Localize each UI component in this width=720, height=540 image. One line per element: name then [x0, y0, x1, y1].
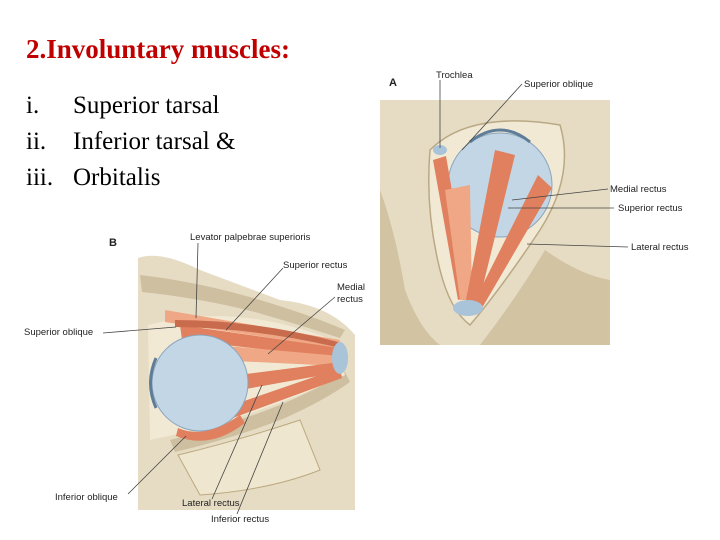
- cornea-a: [469, 128, 531, 144]
- label-inferior-rectus-b: Inferior rectus: [211, 514, 269, 525]
- orbit-a-cranial-cavity-right: [480, 250, 610, 345]
- figure-b: B Levator palpebrae superioris Superior …: [24, 232, 365, 525]
- leader-levator: [195, 242, 199, 319]
- label-trochlea: Trochlea: [436, 70, 473, 81]
- leader-superior-rectus-b: [225, 267, 284, 331]
- superior-oblique-muscle-b: [175, 320, 338, 347]
- label-medial-rectus-b-line1: Medial: [337, 282, 365, 293]
- slide-title: 2.Involuntary muscles:: [26, 34, 291, 64]
- label-superior-rectus-b: Superior rectus: [283, 260, 348, 271]
- label-inferior-oblique: Inferior oblique: [55, 492, 118, 503]
- list-item-number: iii.: [26, 164, 54, 191]
- orbit-a-cranial-cavity: [380, 190, 440, 345]
- label-levator: Levator palpebrae superioris: [190, 232, 311, 243]
- superior-rectus-muscle-b: [180, 325, 340, 358]
- common-tendinous-ring-a: [453, 300, 483, 316]
- panel-letter-a: A: [389, 77, 397, 89]
- superior-rectus-muscle-a: [465, 150, 515, 306]
- leader-inferior-oblique: [127, 435, 187, 495]
- label-superior-oblique-b: Superior oblique: [24, 327, 93, 338]
- leader-medial-rectus-a: [511, 188, 609, 201]
- label-medial-rectus-b-line2: rectus: [337, 294, 363, 305]
- orbit-b-roof: [140, 275, 345, 338]
- label-superior-rectus-a: Superior rectus: [618, 203, 683, 214]
- label-lateral-rectus-a: Lateral rectus: [631, 242, 689, 253]
- panel-letter-b: B: [109, 237, 117, 249]
- cornea-b: [149, 357, 158, 409]
- list-item-number: ii.: [26, 128, 47, 155]
- label-lateral-rectus-b: Lateral rectus: [182, 498, 240, 509]
- leader-medial-rectus-b: [267, 296, 336, 355]
- inferior-oblique-muscle-b: [176, 415, 245, 441]
- leader-superior-oblique-b: [102, 326, 177, 334]
- leader-lines-b: [102, 242, 336, 515]
- maxillary-sinus-b: [177, 419, 321, 496]
- list-item-text: Orbitalis: [73, 164, 161, 191]
- list-item-text: Inferior tarsal &: [73, 128, 236, 155]
- list-item-number: i.: [26, 92, 40, 119]
- leader-inferior-rectus-b: [236, 401, 284, 515]
- list-item-text: Superior tarsal: [73, 92, 220, 119]
- leader-lateral-rectus-b: [211, 384, 263, 500]
- leader-lines-a: [439, 80, 629, 248]
- label-medial-rectus-a: Medial rectus: [610, 184, 667, 195]
- medial-rectus-muscle-b: [215, 345, 340, 366]
- trochlea-a: [433, 145, 447, 155]
- common-tendinous-ring-b: [332, 342, 348, 374]
- medial-rectus-muscle-a: [445, 185, 472, 300]
- leader-lateral-rectus-a: [526, 243, 629, 248]
- eyeball-b: [151, 334, 249, 432]
- figure-a: A Trochlea Superior oblique Medial rectu…: [380, 70, 689, 345]
- label-superior-oblique-a: Superior oblique: [524, 79, 593, 90]
- leader-superior-oblique-a: [461, 83, 523, 151]
